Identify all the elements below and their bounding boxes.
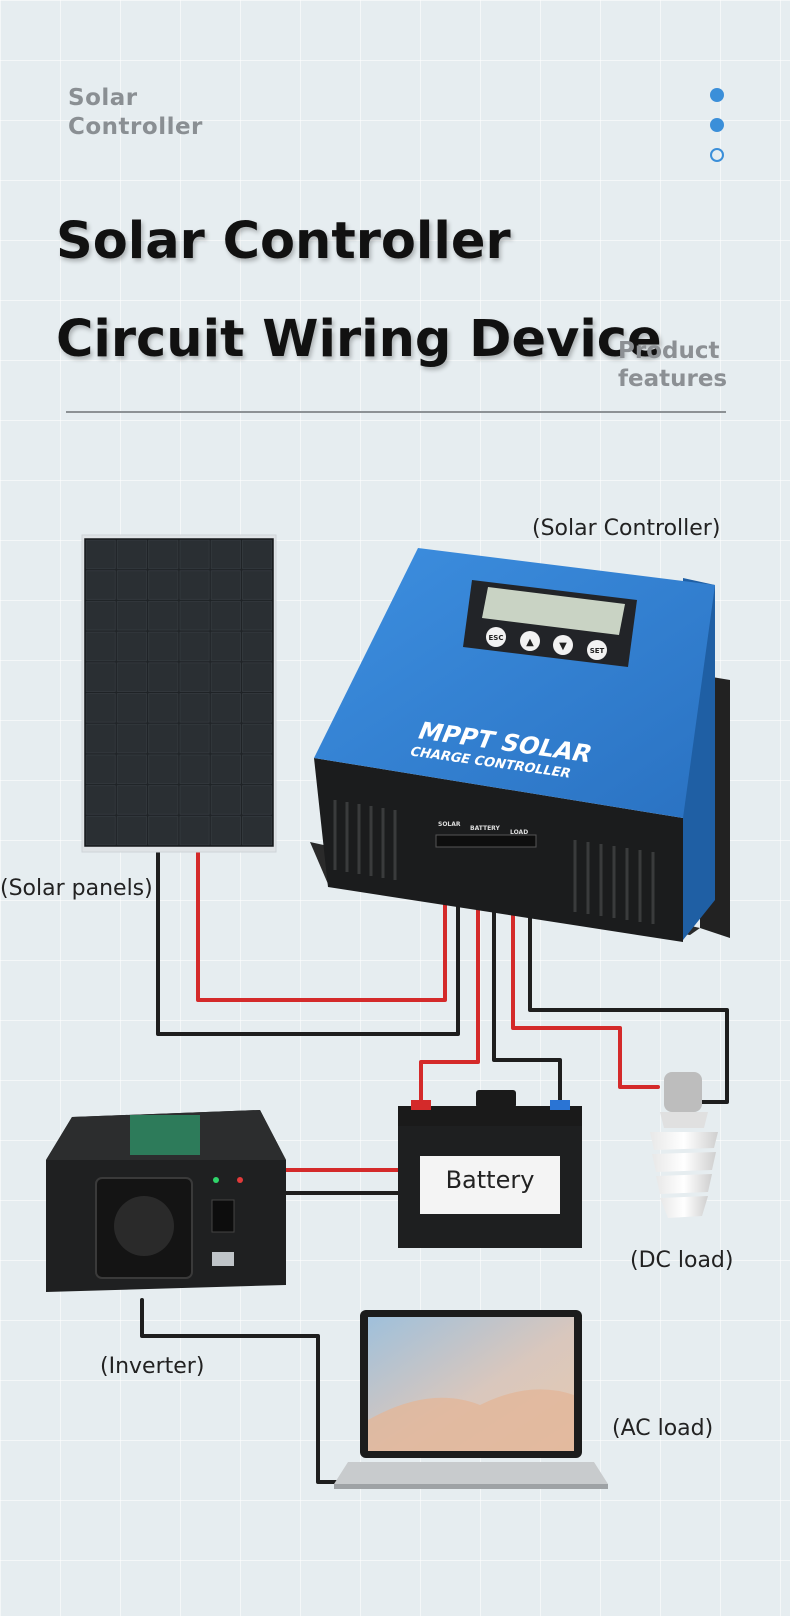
eyebrow-label: Solar Controller	[68, 85, 203, 140]
terminal-solar-label: SOLAR	[438, 821, 461, 828]
product-features-tag: Product features	[618, 338, 728, 392]
up-button	[520, 631, 540, 651]
pager-dots	[710, 88, 726, 178]
down-arrow-icon: ▼	[559, 641, 567, 652]
set-button-label: SET	[590, 647, 605, 655]
dc-load-label: (DC load)	[630, 1248, 734, 1273]
down-button	[553, 635, 573, 655]
wires	[140, 840, 729, 1484]
pager-dot-3[interactable]	[710, 148, 724, 162]
solar-controller: ESC SET ▲ ▼ MPPT SOLAR CHARGE CONTROLLER…	[310, 548, 730, 942]
solar-panels-label: (Solar panels)	[0, 876, 153, 901]
solar-panel	[81, 534, 277, 853]
wire-inverter-ac	[140, 1298, 350, 1484]
wire-load-negative	[528, 840, 729, 1104]
title-line-2: Circuit Wiring Device	[56, 310, 662, 369]
wire-panel-negative	[156, 840, 460, 1036]
inverter-label: (Inverter)	[100, 1354, 205, 1379]
up-arrow-icon: ▲	[526, 637, 534, 648]
wire-battery-positive	[419, 840, 480, 1110]
esc-button-label: ESC	[489, 634, 504, 642]
terminal-battery-label: BATTERY	[470, 825, 500, 832]
header-divider	[66, 411, 726, 413]
ac-load-laptop	[334, 1310, 608, 1489]
battery-label: Battery	[445, 1166, 535, 1194]
pager-dot-1[interactable]	[710, 88, 724, 102]
wire-panel-positive	[196, 840, 447, 1002]
ac-load-label: (AC load)	[612, 1416, 714, 1441]
terminal-load-label: LOAD	[510, 829, 528, 836]
battery	[398, 1090, 582, 1248]
pager-dot-2[interactable]	[710, 118, 724, 132]
set-button	[587, 640, 607, 660]
wire-load-positive	[511, 840, 660, 1089]
solar-controller-label: (Solar Controller)	[532, 516, 721, 541]
inverter	[46, 1110, 286, 1292]
dc-load-bulb	[650, 1072, 718, 1218]
esc-button	[486, 627, 506, 647]
title-line-1: Solar Controller	[56, 212, 511, 271]
wire-battery-negative	[492, 840, 562, 1110]
